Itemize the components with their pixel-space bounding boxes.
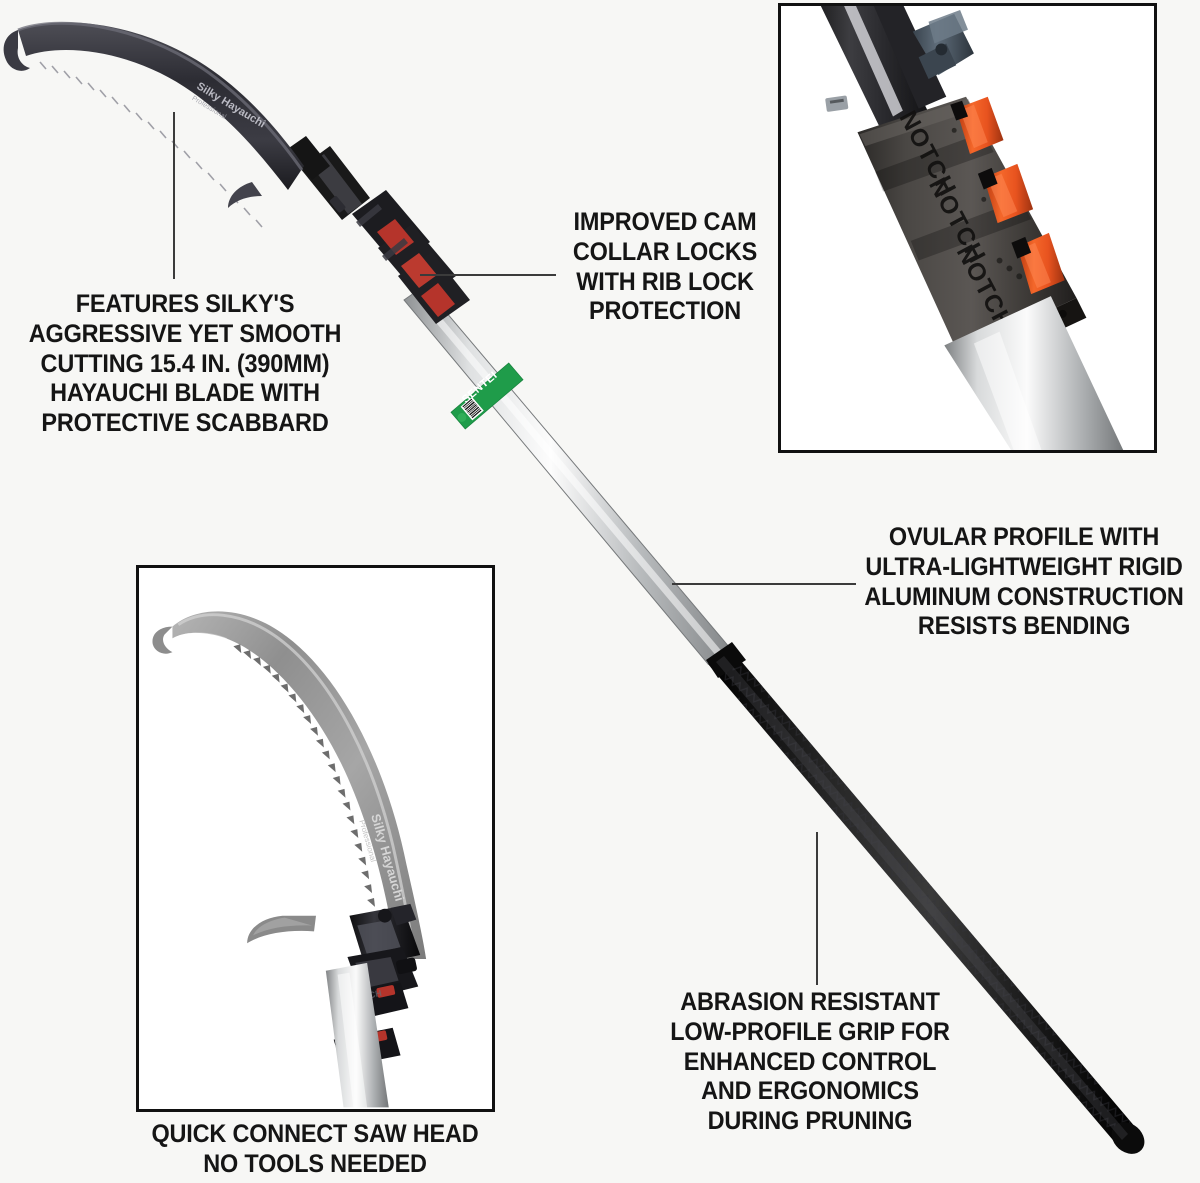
svg-text:Professional: Professional (191, 95, 228, 121)
pole-head-mount (286, 136, 370, 220)
inset-panel-cam-collar: NOTCH NOTCH NOTCH (778, 3, 1157, 453)
leader-line-grip (816, 832, 818, 985)
caption-quick-connect-saw-head: QUICK CONNECT SAW HEAD NO TOOLS NEEDED (151, 1120, 479, 1178)
callout-blade-features: FEATURES SILKY'S AGGRESSIVE YET SMOOTH C… (28, 290, 342, 438)
leader-line-blade (173, 112, 175, 279)
inset-panel-saw-head: Silky Hayauchi Professional (136, 565, 495, 1112)
callout-abrasion-resistant-grip: ABRASION RESISTANT LOW-PROFILE GRIP FOR … (670, 988, 950, 1136)
svg-text:Silky Hayauchi: Silky Hayauchi (194, 80, 267, 130)
lower-aluminum-pole (944, 296, 1124, 450)
lock-levers (950, 96, 1065, 295)
saw-head-in-scabbard: Silky Hayauchi Professional (3, 21, 304, 228)
upper-tube (820, 6, 947, 135)
svg-text:SENTEI: SENTEI (460, 369, 500, 405)
collar-knob (912, 9, 974, 80)
callout-ovular-profile: OVULAR PROFILE WITH ULTRA-LIGHTWEIGHT RI… (864, 523, 1184, 641)
leader-line-ovular (672, 583, 856, 585)
saw-head-closeup-image: Silky Hayauchi Professional (139, 569, 492, 1108)
inset-pole (325, 962, 389, 1108)
pole-sentei-label: SENTEI (450, 362, 524, 430)
callout-cam-collar-locks: IMPROVED CAM COLLAR LOCKS WITH RIB LOCK … (572, 208, 758, 326)
side-clip (825, 95, 849, 112)
cam-collar-closeup-image: NOTCH NOTCH NOTCH (781, 6, 1154, 450)
pole-cam-collar-cluster (352, 190, 470, 324)
leader-line-cam (420, 274, 556, 276)
